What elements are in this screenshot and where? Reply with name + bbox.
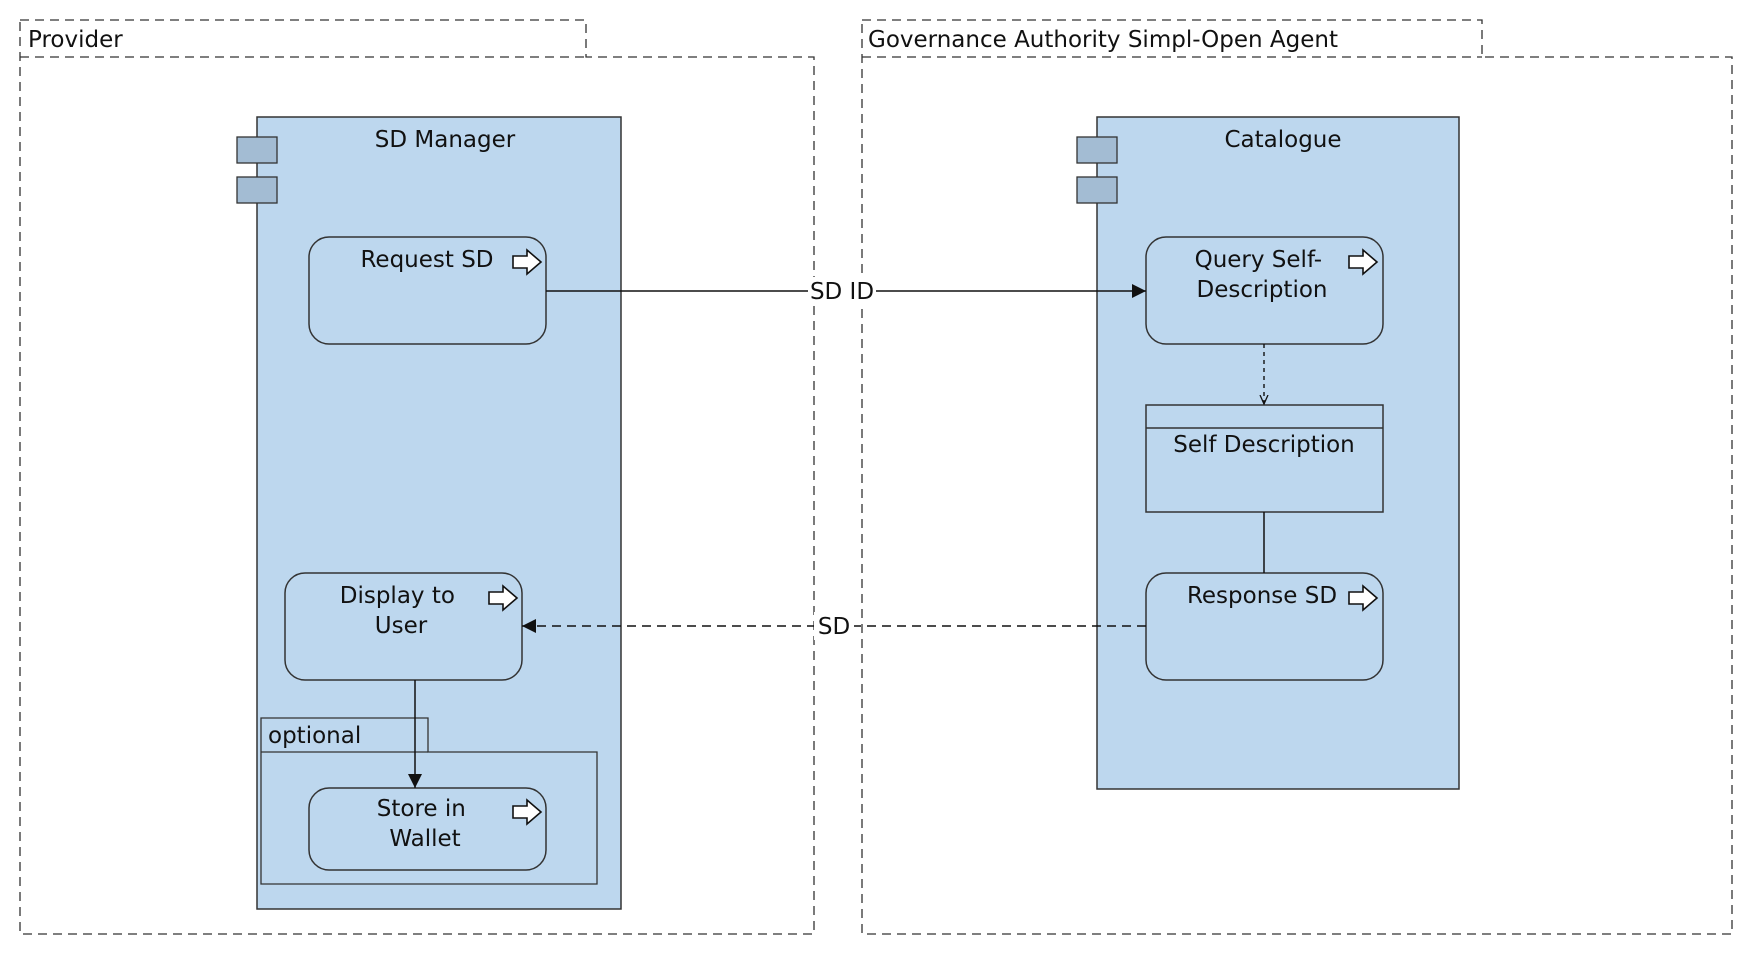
store-in-wallet-activity[interactable]: Store in Wallet [308,787,547,871]
sd-connector: SD [522,612,1146,640]
governance-frame: Governance Authority Simpl-Open Agent [861,19,1733,935]
arrow-right-outline-icon [512,248,543,276]
svg-text:Request SD: Request SD [360,247,493,273]
sd-id-connector: SD ID [546,277,1146,305]
request-sd-activity[interactable]: Request SD [308,236,547,345]
sd-id-connector-label: SD ID [810,279,874,305]
sd-connector-label: SD [818,614,850,640]
display-to-user-label-line-2: User [375,613,428,639]
query-self-description-label-line-2: Description [1197,277,1328,303]
governance-frame-label: Governance Authority Simpl-Open Agent [868,27,1338,53]
component-icon [1076,136,1118,204]
arrow-right-outline-icon [1348,584,1379,612]
query-self-description-activity[interactable]: Query Self- Description [1145,236,1384,345]
display-to-user-activity[interactable]: Display to User [284,572,523,681]
svg-text:Query Self- Description: Query Self- Description [1195,247,1330,303]
display-to-user-label-line-1: Display to [340,583,455,609]
arrow-right-outline-icon [1348,248,1379,276]
provider-frame-label: Provider [28,27,123,53]
provider-frame: Provider [19,19,815,935]
svg-text:Store in Wallet: Store in Wallet [377,796,473,852]
arrow-right-outline-icon [512,798,543,826]
optional-fragment: optional [260,717,598,885]
sd-manager-label: SD Manager [375,127,516,153]
query-self-description-label-line-1: Query Self- [1195,247,1323,273]
catalogue-label: Catalogue [1224,127,1341,153]
optional-fragment-label: optional [268,723,361,749]
response-sd-label: Response SD [1187,583,1337,609]
svg-text:Display to User: Display to User [340,583,463,639]
request-sd-label: Request SD [360,247,493,273]
store-in-wallet-label-line-1: Store in [377,796,466,822]
response-sd-activity[interactable]: Response SD [1145,572,1384,681]
store-in-wallet-label-line-2: Wallet [389,826,460,852]
component-icon [236,136,278,204]
svg-text:Response SD: Response SD [1187,583,1337,609]
arrow-right-outline-icon [488,584,519,612]
self-description-object[interactable]: Self Description [1145,404,1384,513]
self-description-label: Self Description [1173,432,1355,458]
